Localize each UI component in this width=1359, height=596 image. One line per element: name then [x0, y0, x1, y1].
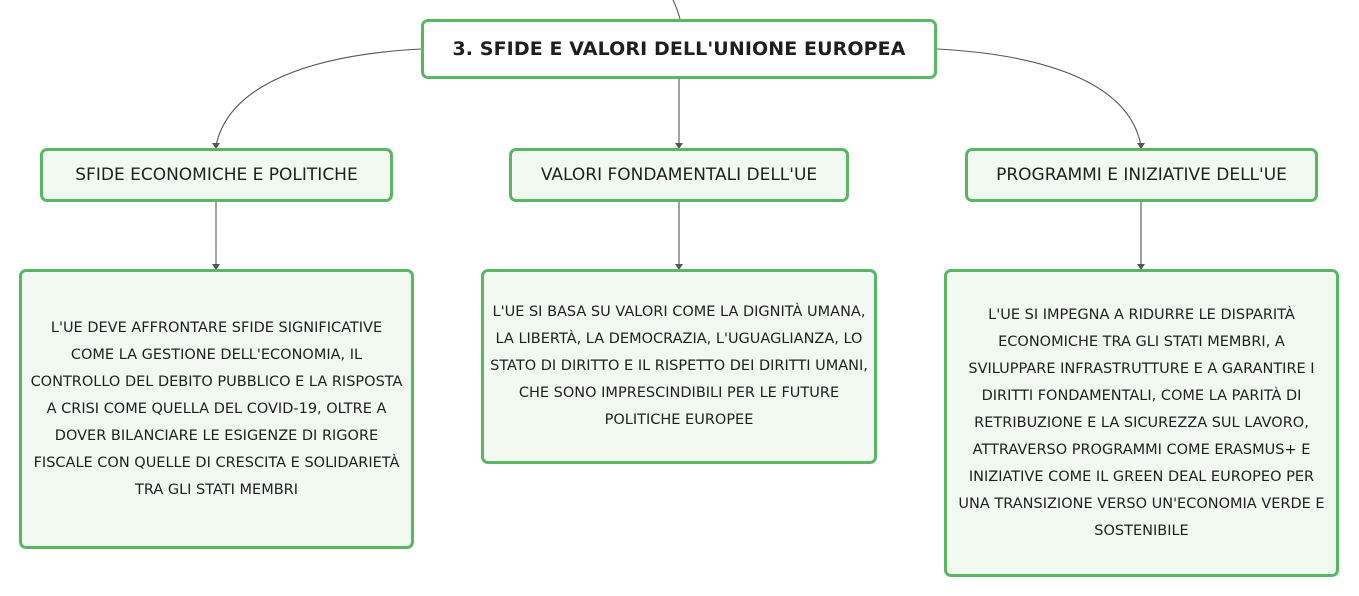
detail-node-text: L'UE DEVE AFFRONTARE SFIDE SIGNIFICATIVE… [30, 319, 403, 498]
detail-node-programmi[interactable]: L'UE SI IMPEGNA A RIDURRE LE DISPARITÀ E… [944, 269, 1339, 577]
category-node-label: PROGRAMMI E INIZIATIVE DELL'UE [996, 165, 1287, 185]
arrowhead-cat-1 [212, 143, 220, 149]
arrowhead-detail-2 [675, 264, 683, 270]
category-node-sfide[interactable]: SFIDE ECONOMICHE E POLITICHE [40, 148, 393, 202]
root-node[interactable]: 3. SFIDE E VALORI DELL'UNIONE EUROPEA [421, 19, 937, 79]
arrowhead-cat-3 [1137, 143, 1145, 149]
detail-node-text: L'UE SI IMPEGNA A RIDURRE LE DISPARITÀ E… [958, 306, 1325, 539]
category-node-label: SFIDE ECONOMICHE E POLITICHE [75, 165, 358, 185]
connector-parent-to-root [672, 0, 681, 20]
root-node-label: 3. SFIDE E VALORI DELL'UNIONE EUROPEA [452, 38, 906, 60]
detail-node-text: L'UE SI BASA SU VALORI COME LA DIGNITÀ U… [490, 304, 868, 428]
arrowhead-detail-1 [212, 264, 220, 270]
category-node-programmi[interactable]: PROGRAMMI E INIZIATIVE DELL'UE [965, 148, 1318, 202]
arrowhead-cat-2 [675, 143, 683, 149]
connector-root-to-cat-3 [936, 48, 1142, 147]
arrowhead-detail-3 [1137, 264, 1145, 270]
category-node-label: VALORI FONDAMENTALI DELL'UE [540, 165, 818, 185]
detail-node-sfide[interactable]: L'UE DEVE AFFRONTARE SFIDE SIGNIFICATIVE… [19, 269, 414, 549]
detail-node-valori[interactable]: L'UE SI BASA SU VALORI COME LA DIGNITÀ U… [481, 269, 877, 464]
connector-root-to-cat-1 [215, 48, 422, 147]
category-node-valori[interactable]: VALORI FONDAMENTALI DELL'UE [509, 148, 849, 202]
